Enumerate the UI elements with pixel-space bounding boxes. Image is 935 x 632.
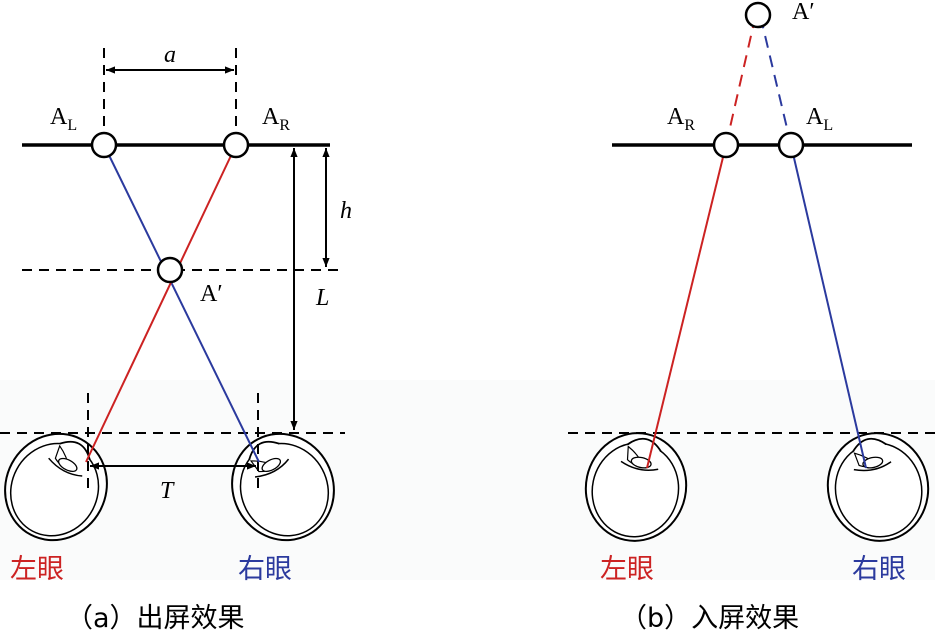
- left-eye-label-b: 左眼: [600, 554, 654, 585]
- eye-region-background: [0, 380, 935, 580]
- right-eye-ray-b: [790, 144, 867, 469]
- label-al-b: AL: [806, 104, 833, 134]
- caption-a: （a）出屏效果: [66, 603, 245, 632]
- point-ar-a: [222, 131, 250, 159]
- label-a-prime-a: A′: [200, 281, 223, 307]
- point-al-b: [777, 131, 805, 159]
- caption-b: （b）入屏效果: [620, 603, 799, 632]
- label-dim-a: a: [164, 42, 176, 68]
- point-a-prime-a: [156, 256, 184, 284]
- label-a-prime-b: A′: [792, 0, 815, 25]
- left-eye-label-a: 左眼: [10, 554, 64, 585]
- left-eye-ray-b: [646, 144, 727, 469]
- point-al-a: [90, 131, 118, 159]
- label-ar-a: AR: [262, 104, 290, 134]
- right-eye-label-b: 右眼: [852, 554, 906, 585]
- label-ar-b: AR: [667, 104, 695, 134]
- label-dim-h: h: [340, 198, 352, 224]
- right-eye-label-a: 右眼: [238, 554, 292, 585]
- right-eye-ray-extension-b: [762, 26, 792, 146]
- panel-b: A′ AR AL 左眼 右眼 （b）入屏效果: [568, 0, 935, 632]
- left-eye-ray-extension-b: [725, 26, 754, 146]
- point-a-prime-b: [744, 1, 772, 29]
- right-eye-ray-a: [103, 144, 260, 463]
- panel-a: AL AR A′ a h L T 左眼 右眼 （a）出屏效果: [0, 42, 354, 632]
- label-dim-T: T: [160, 478, 175, 504]
- label-al-a: AL: [50, 104, 77, 134]
- point-ar-b: [712, 131, 740, 159]
- label-dim-L: L: [315, 285, 329, 311]
- left-eye-ray-a: [85, 144, 237, 463]
